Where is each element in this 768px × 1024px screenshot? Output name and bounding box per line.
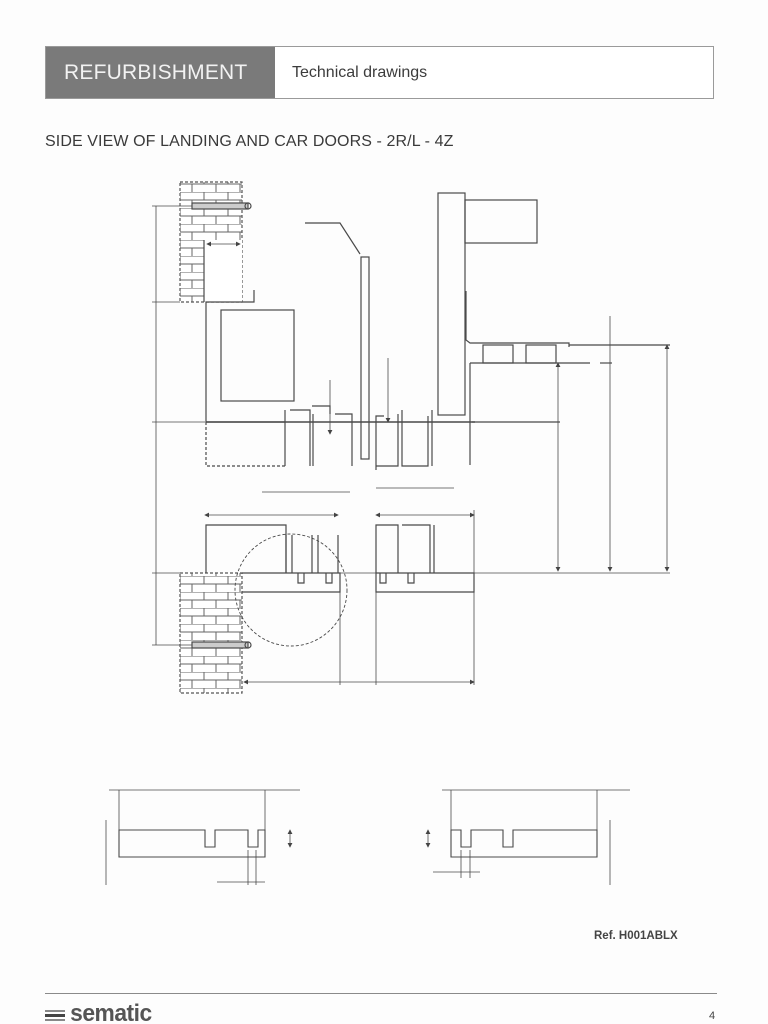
lower-wall xyxy=(179,572,252,694)
car-sill xyxy=(243,487,475,685)
page-header: REFURBISHMENT Technical drawings xyxy=(45,46,714,99)
brand-logo: sematic xyxy=(45,1003,154,1024)
footer-divider xyxy=(45,993,717,994)
section-subtitle: Technical drawings xyxy=(292,63,428,81)
right-dimensions xyxy=(240,316,670,574)
reference-code: Ref. H001ABLX xyxy=(594,930,678,942)
section-title: REFURBISHMENT xyxy=(46,47,275,98)
brand-name: sematic xyxy=(70,1003,152,1024)
sill-detail-left xyxy=(105,789,300,885)
landing-door-panels-top xyxy=(284,380,353,466)
left-dimensions xyxy=(152,205,205,646)
car-door-panels-top xyxy=(375,358,433,470)
page-number: 4 xyxy=(709,1010,716,1022)
sight-guard xyxy=(305,222,370,460)
landing-header xyxy=(205,290,475,467)
landing-sill xyxy=(204,491,350,685)
main-side-view xyxy=(152,181,670,694)
logo-bars-icon xyxy=(45,1010,65,1021)
upper-wall xyxy=(179,181,252,303)
car-header xyxy=(437,192,670,465)
page-title: SIDE VIEW OF LANDING AND CAR DOORS - 2R/… xyxy=(45,133,454,150)
sill-detail-right xyxy=(425,789,630,885)
